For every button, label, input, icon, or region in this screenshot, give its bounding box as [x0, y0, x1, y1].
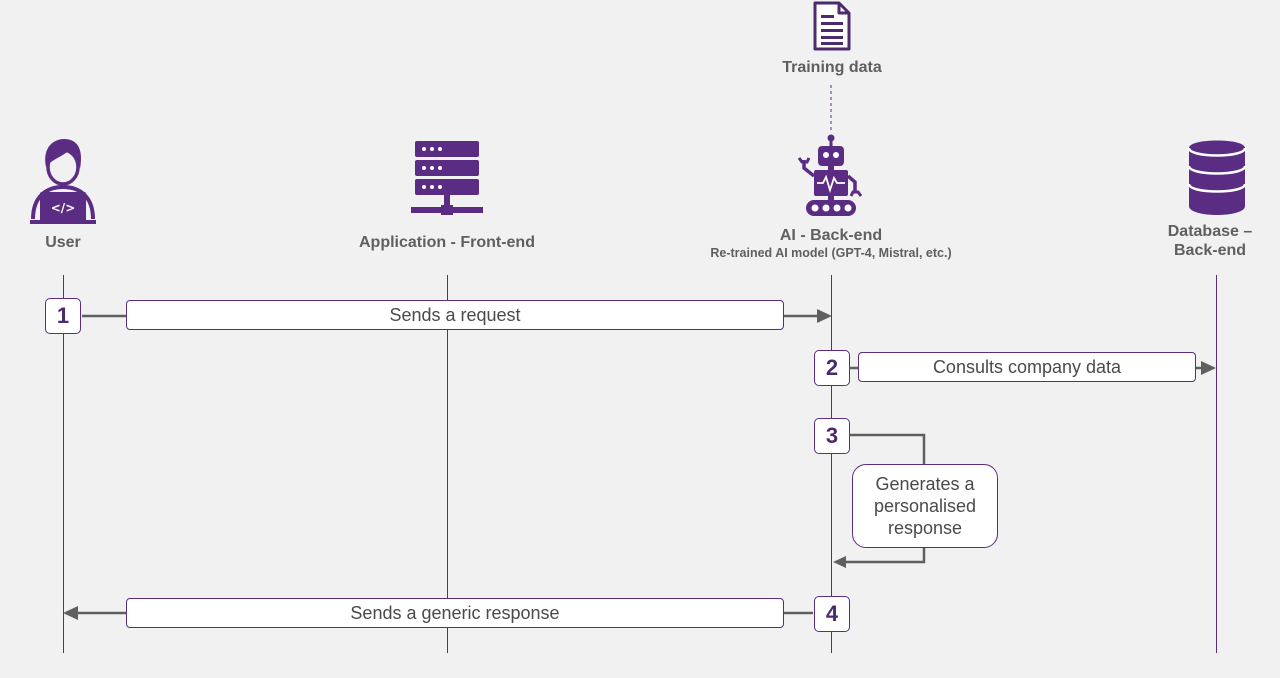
arrow-2-head	[1201, 361, 1216, 375]
ai-lifeline	[831, 275, 832, 653]
step-2-message: Consults company data	[858, 352, 1196, 382]
app-lifeline	[447, 275, 448, 653]
robot-icon	[797, 134, 863, 218]
step-3-badge: 3	[814, 418, 850, 454]
database-icon	[1187, 138, 1247, 216]
step-1-message: Sends a request	[126, 300, 784, 330]
server-icon	[411, 139, 483, 215]
arrow-4-head	[63, 606, 78, 620]
ai-label: AI - Back-end	[779, 227, 883, 244]
svg-text:</>: </>	[51, 201, 76, 215]
user-lifeline	[63, 275, 64, 653]
arrow-3-head	[833, 556, 846, 568]
user-label: User	[45, 234, 81, 251]
step-3-note: Generates a personalised response	[852, 464, 998, 548]
step-2-badge: 2	[814, 350, 850, 386]
arrow-3-top	[850, 433, 926, 465]
step-4-badge: 4	[814, 596, 850, 632]
ai-sublabel: Re-trained AI model (GPT-4, Mistral, etc…	[710, 246, 952, 260]
db-label-line1: Database –	[1167, 223, 1253, 240]
developer-icon: </>	[28, 137, 98, 225]
arrow-1-head	[817, 309, 832, 323]
step-3-line2: personalised	[873, 496, 977, 516]
training-data-label: Training data	[782, 59, 882, 76]
document-icon	[812, 1, 852, 51]
step-3-line3: response	[887, 518, 963, 538]
db-lifeline	[1216, 275, 1217, 653]
step-4-message: Sends a generic response	[126, 598, 784, 628]
step-3-line1: Generates a	[875, 474, 975, 494]
arrow-3-bottom	[844, 548, 926, 564]
db-label-line2: Back-end	[1173, 242, 1247, 259]
step-1-badge: 1	[45, 298, 81, 334]
app-label: Application - Front-end	[359, 234, 535, 251]
